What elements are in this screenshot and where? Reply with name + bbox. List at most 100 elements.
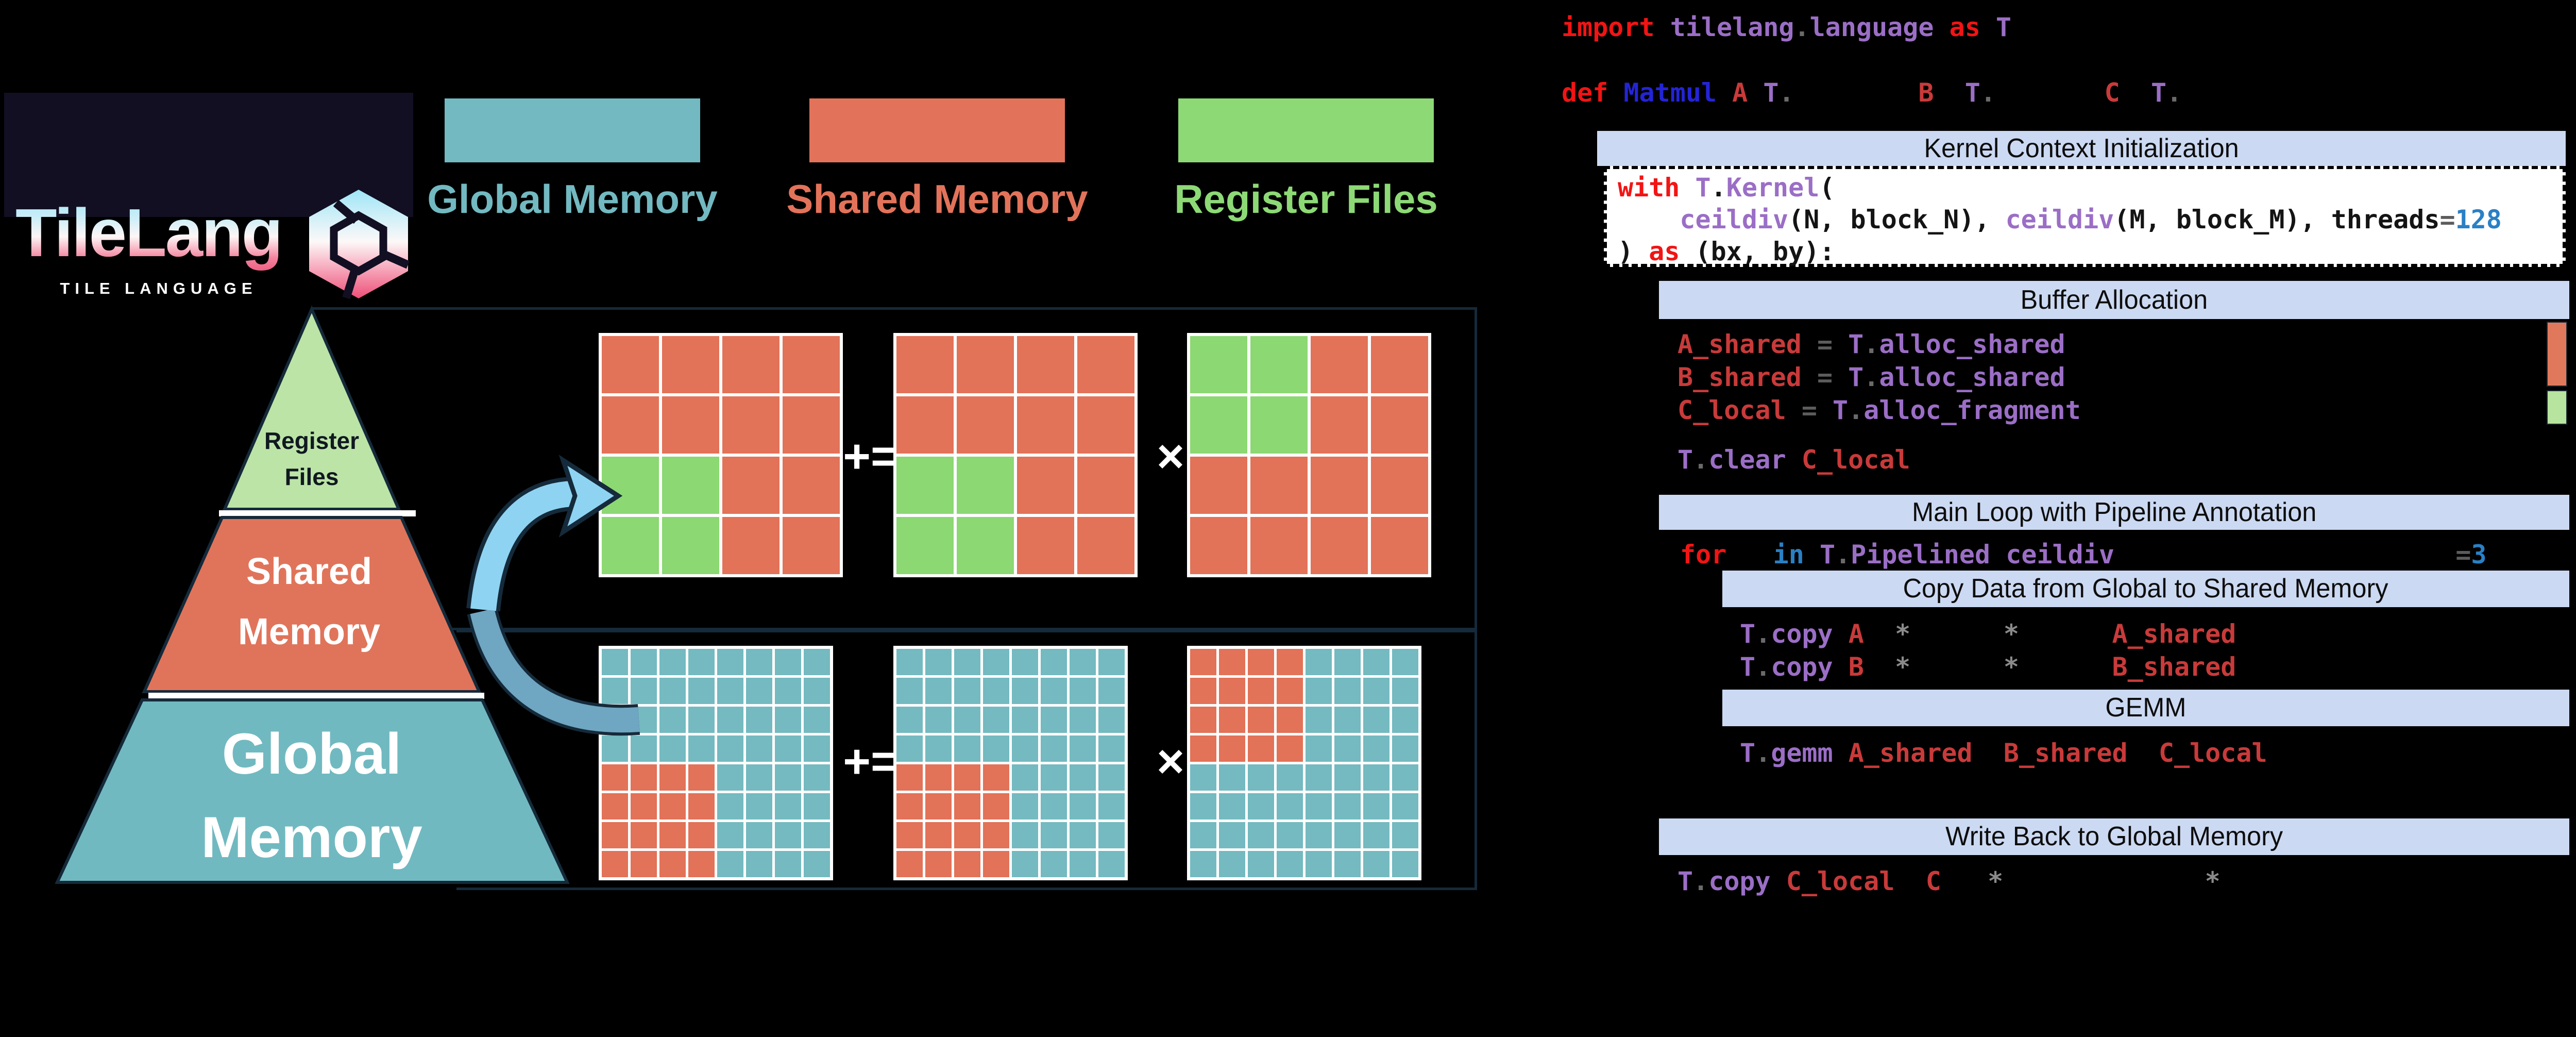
tile-cell bbox=[659, 678, 686, 704]
tile-cell bbox=[602, 822, 628, 848]
multiply-operator-top: × bbox=[1157, 430, 1184, 483]
code-token bbox=[1910, 652, 2004, 682]
pyramid-separator bbox=[219, 510, 416, 516]
code-token: as bbox=[1934, 12, 1996, 42]
tile-cell bbox=[1250, 336, 1308, 393]
tile-cell bbox=[1070, 851, 1096, 877]
register-grid-operand-a bbox=[893, 333, 1138, 577]
tile-cell bbox=[954, 735, 980, 762]
code-token: copy bbox=[1708, 866, 1771, 896]
tile-cell bbox=[631, 793, 657, 819]
code-token: T bbox=[1740, 619, 1756, 649]
tile-cell bbox=[1012, 793, 1038, 819]
tile-cell bbox=[783, 396, 840, 454]
tile-cell bbox=[1190, 764, 1216, 791]
code-line-bshared: B_shared = T.alloc_shared bbox=[1677, 363, 2065, 392]
tile-cell bbox=[1363, 822, 1389, 848]
tile-cell bbox=[1248, 764, 1274, 791]
code-token: . bbox=[1693, 866, 1709, 896]
code-token: = bbox=[2439, 205, 2455, 235]
code-token: tilelang bbox=[1670, 12, 1794, 42]
pyramid-label-shared-memory: Shared bbox=[246, 551, 372, 592]
tile-cell bbox=[1250, 457, 1308, 514]
tile-cell bbox=[896, 457, 954, 514]
tile-cell bbox=[1041, 707, 1067, 733]
tile-cell bbox=[1306, 735, 1332, 762]
tile-cell bbox=[983, 678, 1009, 704]
pyramid-register-level bbox=[222, 305, 401, 511]
tile-cell bbox=[896, 851, 923, 877]
tile-cell bbox=[775, 851, 801, 877]
tile-cell bbox=[783, 457, 840, 514]
tile-cell bbox=[662, 336, 719, 393]
tile-cell bbox=[1012, 707, 1038, 733]
code-token bbox=[1804, 540, 1820, 570]
tile-cell bbox=[1041, 678, 1067, 704]
tile-cell bbox=[1277, 707, 1303, 733]
code-token: clear bbox=[1708, 445, 1786, 475]
tile-cell bbox=[983, 851, 1009, 877]
section-header-label: Main Loop with Pipeline Annotation bbox=[1911, 497, 2317, 527]
code-token: (N, block_N), bbox=[1788, 205, 2006, 235]
code-token: alloc_shared bbox=[1879, 329, 2065, 359]
tile-cell bbox=[1306, 649, 1332, 675]
tile-cell bbox=[1248, 822, 1274, 848]
tile-cell bbox=[1248, 851, 1274, 877]
tile-cell bbox=[775, 678, 801, 704]
tile-cell bbox=[1070, 822, 1096, 848]
tile-cell bbox=[804, 793, 830, 819]
tile-cell bbox=[1363, 764, 1389, 791]
tile-cell bbox=[1334, 678, 1361, 704]
tile-cell bbox=[1017, 517, 1074, 574]
section-header-mainloop: Main Loop with Pipeline Annotation bbox=[1659, 495, 2569, 530]
tile-cell bbox=[1371, 517, 1428, 574]
code-token bbox=[1894, 866, 1925, 896]
tile-cell bbox=[1098, 649, 1125, 675]
pyramid-separator bbox=[148, 693, 484, 699]
tile-cell bbox=[1311, 457, 1368, 514]
code-token: T bbox=[1740, 738, 1756, 768]
tile-cell bbox=[602, 764, 628, 791]
tilelang-gem-icon bbox=[309, 190, 410, 299]
code-token: * bbox=[1988, 866, 2004, 896]
tile-cell bbox=[1190, 678, 1216, 704]
tile-cell bbox=[631, 735, 657, 762]
code-line-with: with T.Kernel( bbox=[1618, 173, 1835, 202]
code-token bbox=[1802, 362, 1817, 392]
code-token: C bbox=[1925, 866, 1941, 896]
tile-cell bbox=[1041, 793, 1067, 819]
tile-cell bbox=[804, 764, 830, 791]
tile-cell bbox=[1248, 707, 1274, 733]
tile-cell bbox=[954, 851, 980, 877]
tile-cell bbox=[775, 822, 801, 848]
tile-cell bbox=[957, 396, 1014, 454]
tile-cell bbox=[1017, 457, 1074, 514]
tile-cell bbox=[1017, 396, 1074, 454]
tile-cell bbox=[631, 649, 657, 675]
code-token bbox=[1794, 78, 1919, 108]
tile-cell bbox=[925, 735, 952, 762]
tile-cell bbox=[1190, 851, 1216, 877]
memory-pyramid bbox=[55, 305, 570, 884]
tile-cell bbox=[957, 336, 1014, 393]
code-token bbox=[1833, 738, 1849, 768]
tile-cell bbox=[1190, 517, 1247, 574]
code-token: * bbox=[1895, 619, 1911, 649]
code-token bbox=[1864, 619, 1895, 649]
code-token: C_local bbox=[2158, 738, 2267, 768]
code-token: = bbox=[1817, 362, 1833, 392]
tile-cell bbox=[925, 707, 952, 733]
register-grid-operand-b bbox=[1187, 333, 1431, 577]
code-token bbox=[2114, 540, 2455, 570]
tile-cell bbox=[983, 707, 1009, 733]
tile-cell bbox=[631, 678, 657, 704]
tile-cell bbox=[983, 793, 1009, 819]
tile-cell bbox=[1190, 707, 1216, 733]
section-header-label: Write Back to Global Memory bbox=[1945, 822, 2283, 851]
tile-cell bbox=[1334, 735, 1361, 762]
legend-label-1: Shared Memory bbox=[786, 176, 1088, 222]
tile-cell bbox=[1077, 517, 1134, 574]
tile-cell bbox=[746, 678, 772, 704]
code-token: A bbox=[1848, 619, 1864, 649]
tile-cell bbox=[717, 764, 743, 791]
